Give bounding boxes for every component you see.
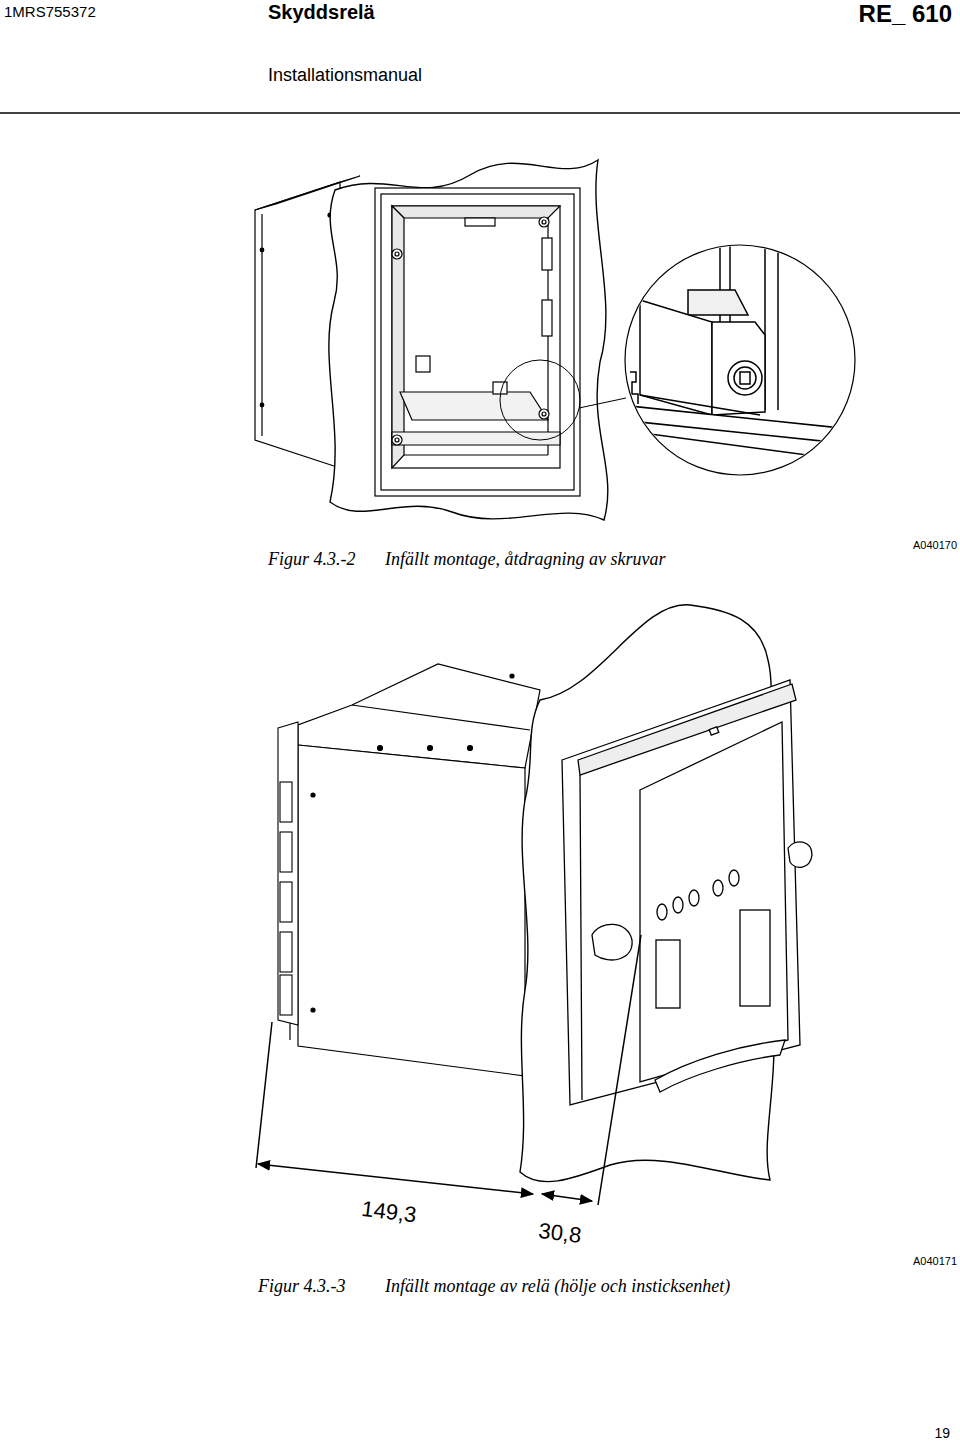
mounting-frame [542,238,552,270]
screws [395,252,399,256]
detail-zoom [630,372,638,404]
figure-caption: Infällt montage, åtdragning av skruvar [385,550,665,568]
terminal-strip [280,832,292,872]
header-rule [0,112,960,114]
mounting-frame [375,188,580,496]
relay-front [713,880,723,896]
detail-zoom [734,367,756,389]
detail-callout [500,360,580,440]
product-name: RE_ 610 [859,2,952,26]
screws [392,217,549,445]
screws [392,249,402,259]
relay-front [673,897,683,913]
dimension-lines [542,1194,592,1201]
relay-case [352,705,530,730]
detail-zoom [728,361,762,395]
detail-zoom [688,290,748,315]
mounting-frame [381,194,574,490]
page-number: 19 [934,1426,950,1440]
relay-case [378,746,383,751]
detail-callout [579,398,626,408]
relay-front [740,910,770,1006]
terminal-strip [278,722,298,1025]
figure-id: A040170 [913,540,957,551]
figure-number: Figur 4.3.-3 [258,1277,346,1295]
relay-front [562,680,812,1105]
mounting-frame [465,218,495,226]
relay-front [657,904,667,920]
screws [539,409,549,419]
mounting-frame [392,432,560,445]
panel-cutout [329,160,608,520]
relay-front [709,727,719,735]
mounting-frame [400,392,548,420]
relay-front [729,870,739,886]
dimension-value: 30,8 [537,1220,582,1247]
dimension-lines [256,1022,272,1168]
relay-front [562,680,800,1105]
screws [539,217,549,227]
figure-caption: Infällt montage av relä (hölje och insti… [385,1277,730,1295]
mounting-frame [404,454,548,455]
screws [395,438,399,442]
case-box [260,403,264,407]
terminal-strip [278,722,298,1025]
mounting-frame [375,188,580,496]
screws [542,412,546,416]
terminal-strip [280,932,292,972]
relay-case [468,746,473,751]
relay-front [580,775,582,1100]
relay-front [592,924,632,960]
dimension-lines [598,935,641,1205]
product-type: Skyddsrelä [268,2,375,22]
detail-zoom [719,240,721,330]
mounting-frame [416,356,430,372]
relay-case [311,1008,315,1012]
dimension-lines [258,1164,533,1194]
case-box [255,182,340,468]
mounting-frame [542,300,552,336]
detail-zoom [740,372,750,384]
screws [392,435,402,445]
detail-zoom [620,240,860,462]
mounting-frame [392,206,560,218]
detail-zoom [640,395,760,415]
mounting-frame [392,206,560,468]
relay-front [656,940,680,1008]
case-box [260,248,264,252]
figure-number: Figur 4.3.-2 [268,550,356,568]
document-number: 1MRS755372 [4,4,96,19]
panel-cutout [329,160,608,520]
relay-case [298,745,525,1076]
mounting-frame [392,206,404,468]
relay-front [640,722,788,1082]
detail-zoom [620,430,860,462]
terminal-strip [280,975,292,1015]
dimension-value: 149,3 [360,1198,417,1227]
relay-front [689,890,699,906]
terminal-strip [280,882,292,922]
terminal-strip [280,782,292,822]
relay-case [428,746,433,751]
relay-front [788,842,812,868]
dimension-lines [256,935,641,1205]
relay-front [655,1040,785,1092]
detail-callout [500,245,855,475]
detail-zoom [712,322,765,415]
detail-zoom [777,240,779,410]
relay-case [510,674,514,678]
screws [542,220,546,224]
figure-id: A040171 [913,1256,957,1267]
mounting-frame [493,382,507,394]
detail-zoom [640,300,712,415]
detail-zoom [729,240,731,330]
relay-case [290,664,540,1076]
relay-case [311,793,315,797]
manual-name: Installationsmanual [268,66,422,84]
